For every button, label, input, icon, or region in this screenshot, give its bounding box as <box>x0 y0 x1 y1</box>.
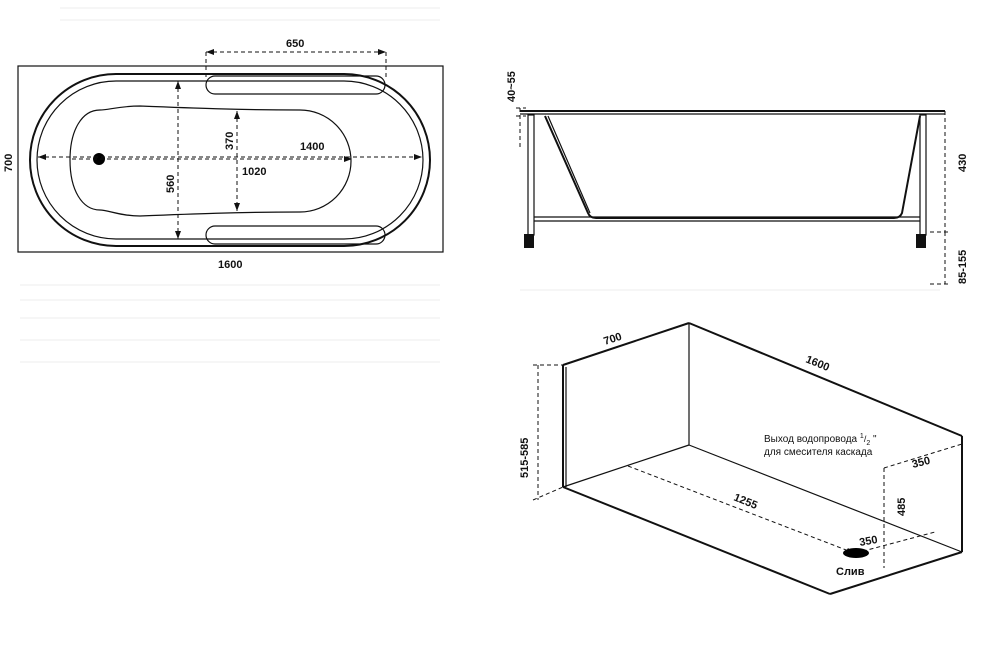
dim-1600-install: 1600 <box>804 354 831 374</box>
dim-1020: 1020 <box>242 166 266 178</box>
top-view-basin-outline <box>69 105 352 217</box>
dim-560: 560 <box>165 175 177 193</box>
dim-485: 485 <box>896 498 908 516</box>
install-view: 515-585 700 1600 Выход водопровода 1/2 "… <box>519 322 963 595</box>
top-view: 650 1400 1020 370 560 1600 700 <box>3 38 444 271</box>
dim-650: 650 <box>286 38 304 50</box>
top-view-armrest-bottom <box>205 225 386 245</box>
dim-700-install: 700 <box>602 331 623 348</box>
side-view-leg-right <box>919 114 927 236</box>
dim-40-55: 40~55 <box>506 71 518 102</box>
dim-1600: 1600 <box>218 259 242 271</box>
drain-hole <box>843 548 869 558</box>
top-view-drain-hole <box>93 153 105 165</box>
dim-370: 370 <box>224 132 236 150</box>
drain-label: Слив <box>836 566 865 578</box>
dim-430: 430 <box>957 154 969 172</box>
top-view-armrest-top <box>205 75 386 95</box>
top-view-rim-outer <box>29 73 431 247</box>
dim-700: 700 <box>3 154 15 172</box>
dim-515-585: 515-585 <box>519 438 531 478</box>
side-view-tub-body <box>544 115 921 219</box>
side-view-leg-left <box>527 114 535 236</box>
faint-background-artifacts <box>20 7 940 363</box>
side-view: 40~55 430 85-155 <box>506 71 969 285</box>
side-view-foot-left <box>524 234 534 248</box>
side-view-foot-right <box>916 234 926 248</box>
dim-85-155: 85-155 <box>957 250 969 284</box>
dim-1255: 1255 <box>732 492 759 512</box>
dim-1400: 1400 <box>300 141 324 153</box>
water-pipe-note-line2: для смесителя каскада <box>764 447 873 458</box>
top-view-rim-inner <box>36 80 424 240</box>
water-pipe-note: Выход водопровода 1/2 " <box>764 433 877 447</box>
dim-350-drain: 350 <box>858 534 878 549</box>
top-view-outline <box>17 65 444 253</box>
dim-350-pipe: 350 <box>911 455 932 471</box>
